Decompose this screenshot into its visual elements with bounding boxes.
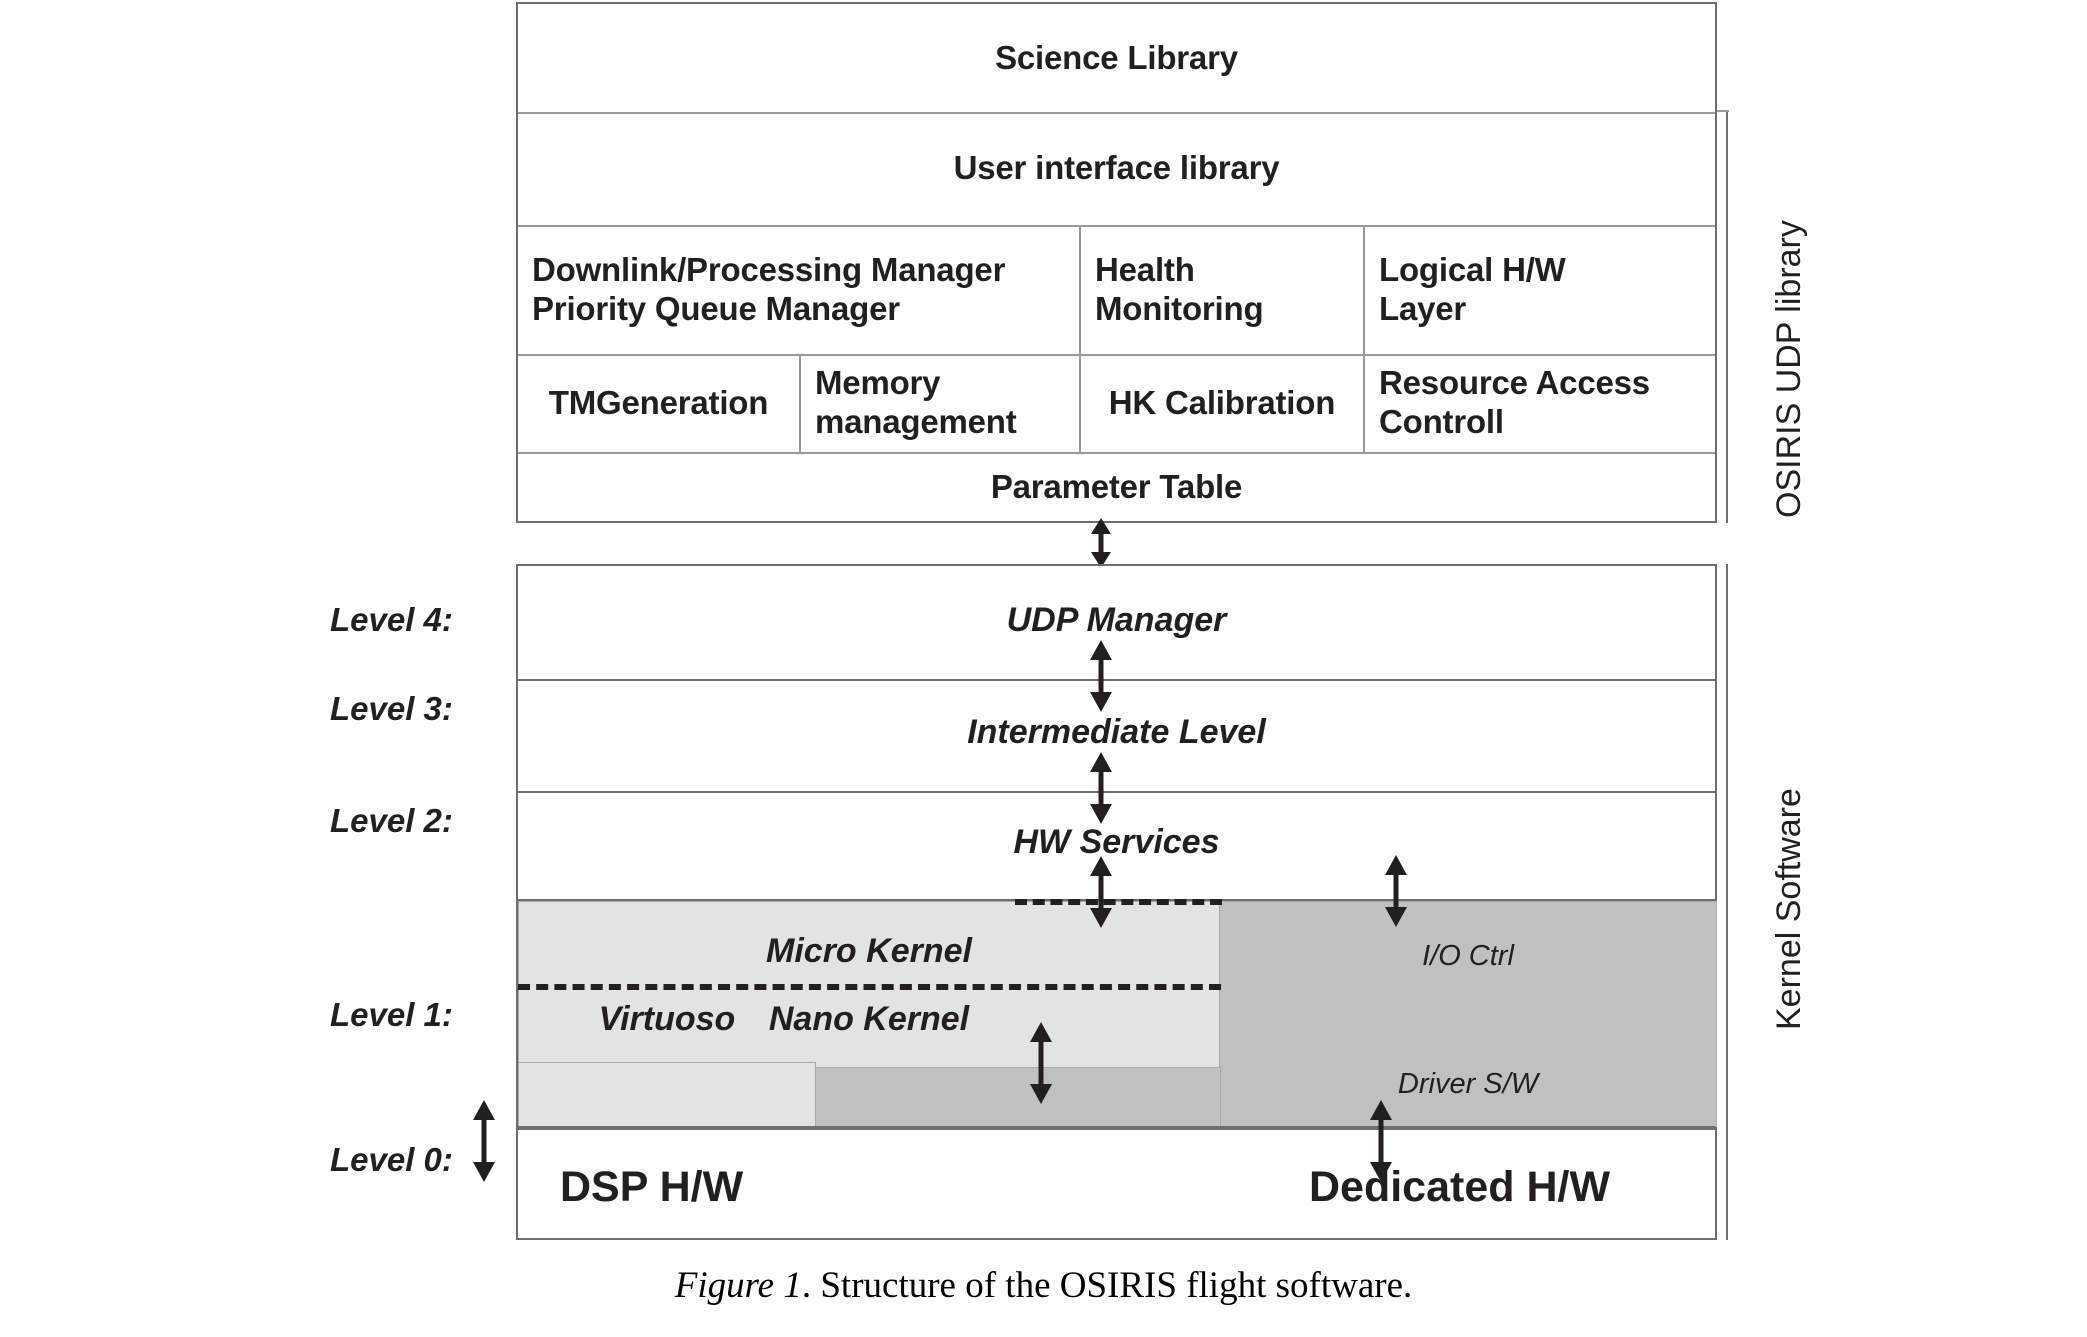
dashed-line-micro-kernel-top — [1015, 899, 1222, 905]
arrow-parameter-table-to-udp-manager — [1091, 518, 1111, 568]
micro-kernel-label: Micro Kernel — [766, 932, 972, 970]
level-label-1: Level 1: — [330, 996, 453, 1033]
kernel-row-level3: Intermediate Level — [518, 679, 1715, 793]
arrow-udp-manager-to-intermediate — [1090, 640, 1112, 712]
arrow-hw-services-to-io-ctrl — [1385, 855, 1407, 927]
cell-label: Logical H/W Layer — [1379, 250, 1566, 327]
cell-label: TMGeneration — [548, 383, 769, 421]
dashed-line-micro-nano-split — [518, 984, 1221, 990]
udp-row-user-interface-library: User interface library — [518, 112, 1715, 227]
io-ctrl-label: I/O Ctrl — [1422, 940, 1514, 972]
level2-title: HW Services — [1013, 823, 1220, 861]
driver-sw-label: Driver S/W — [1397, 1068, 1539, 1100]
nano-kernel-label: Nano Kernel — [768, 1000, 970, 1038]
figure-caption: Figure 1. Structure of the OSIRIS flight… — [0, 1264, 2087, 1307]
dedicated-hw-kernel-region — [1219, 901, 1717, 1127]
kernel-row-level1 — [518, 902, 1715, 1130]
figure-caption-text: . Structure of the OSIRIS flight softwar… — [801, 1265, 1413, 1306]
udp-side-divider — [1726, 110, 1728, 523]
udp-row-parameter-table: Parameter Table — [518, 452, 1715, 522]
cell-memory-management: Memory management — [801, 354, 1081, 452]
udp-row-services: TMGeneration Memory management HK Calibr… — [518, 354, 1715, 454]
cell-health-monitoring: Health Monitoring — [1081, 225, 1365, 354]
arrow-nano-kernel-to-dsp-hw — [1030, 1022, 1052, 1104]
cell-label: HK Calibration — [1108, 383, 1336, 421]
cell-logical-hw-layer: Logical H/W Layer — [1365, 225, 1715, 354]
figure-caption-prefix: Figure 1 — [674, 1265, 802, 1306]
virtuoso-lower-region — [518, 1062, 816, 1127]
cell-parameter-table: Parameter Table — [518, 452, 1715, 522]
kernel-software-side-label: Kernel Software — [1770, 788, 1808, 1030]
kernel-row-level4: UDP Manager — [518, 566, 1715, 681]
level-label-4: Level 4: — [330, 601, 453, 638]
cell-label: Science Library — [995, 38, 1238, 76]
level-label-3: Level 3: — [330, 690, 453, 727]
arrow-hw-services-to-micro-kernel — [1090, 856, 1112, 928]
level-label-2: Level 2: — [330, 802, 453, 839]
arrow-virtuoso-to-dsp-hw — [473, 1100, 495, 1182]
cell-user-interface-library: User interface library — [518, 112, 1715, 225]
cell-hk-calibration: HK Calibration — [1081, 354, 1365, 452]
arrow-intermediate-to-hw-services — [1090, 752, 1112, 824]
arrow-driver-sw-to-dedicated-hw — [1370, 1100, 1392, 1182]
level4-title: UDP Manager — [1006, 601, 1227, 639]
cell-label: Memory management — [815, 364, 1017, 440]
udp-row-science-library: Science Library — [518, 4, 1715, 114]
osiris-udp-library-side-label: OSIRIS UDP library — [1770, 220, 1808, 518]
level3-title: Intermediate Level — [967, 713, 1266, 751]
cell-label: Downlink/Processing Manager Priority Que… — [532, 250, 1006, 327]
cell-science-library: Science Library — [518, 4, 1715, 112]
virtuoso-label: Virtuoso — [598, 1000, 736, 1038]
cell-downlink-priority-queue-manager: Downlink/Processing Manager Priority Que… — [518, 225, 1081, 354]
cell-label: Health Monitoring — [1095, 250, 1264, 327]
cell-label: User interface library — [953, 149, 1280, 187]
nano-kernel-lower-band — [815, 1066, 1221, 1127]
udp-side-top-rule — [1717, 110, 1729, 112]
dedicated-hw-label: Dedicated H/W — [1309, 1163, 1611, 1211]
kernel-side-divider — [1726, 564, 1728, 1240]
cell-resource-access-controll: Resource Access Controll — [1365, 354, 1715, 452]
cell-label: Parameter Table — [990, 467, 1243, 505]
udp-row-managers: Downlink/Processing Manager Priority Que… — [518, 225, 1715, 356]
cell-label: Resource Access Controll — [1379, 364, 1650, 440]
dsp-hw-label: DSP H/W — [560, 1163, 744, 1211]
level-label-0: Level 0: — [330, 1141, 453, 1178]
cell-tmgeneration: TMGeneration — [518, 354, 801, 452]
osiris-udp-library-block: Science Library User interface library D… — [516, 2, 1717, 523]
kernel-band-bottom-rule — [518, 1126, 1715, 1128]
